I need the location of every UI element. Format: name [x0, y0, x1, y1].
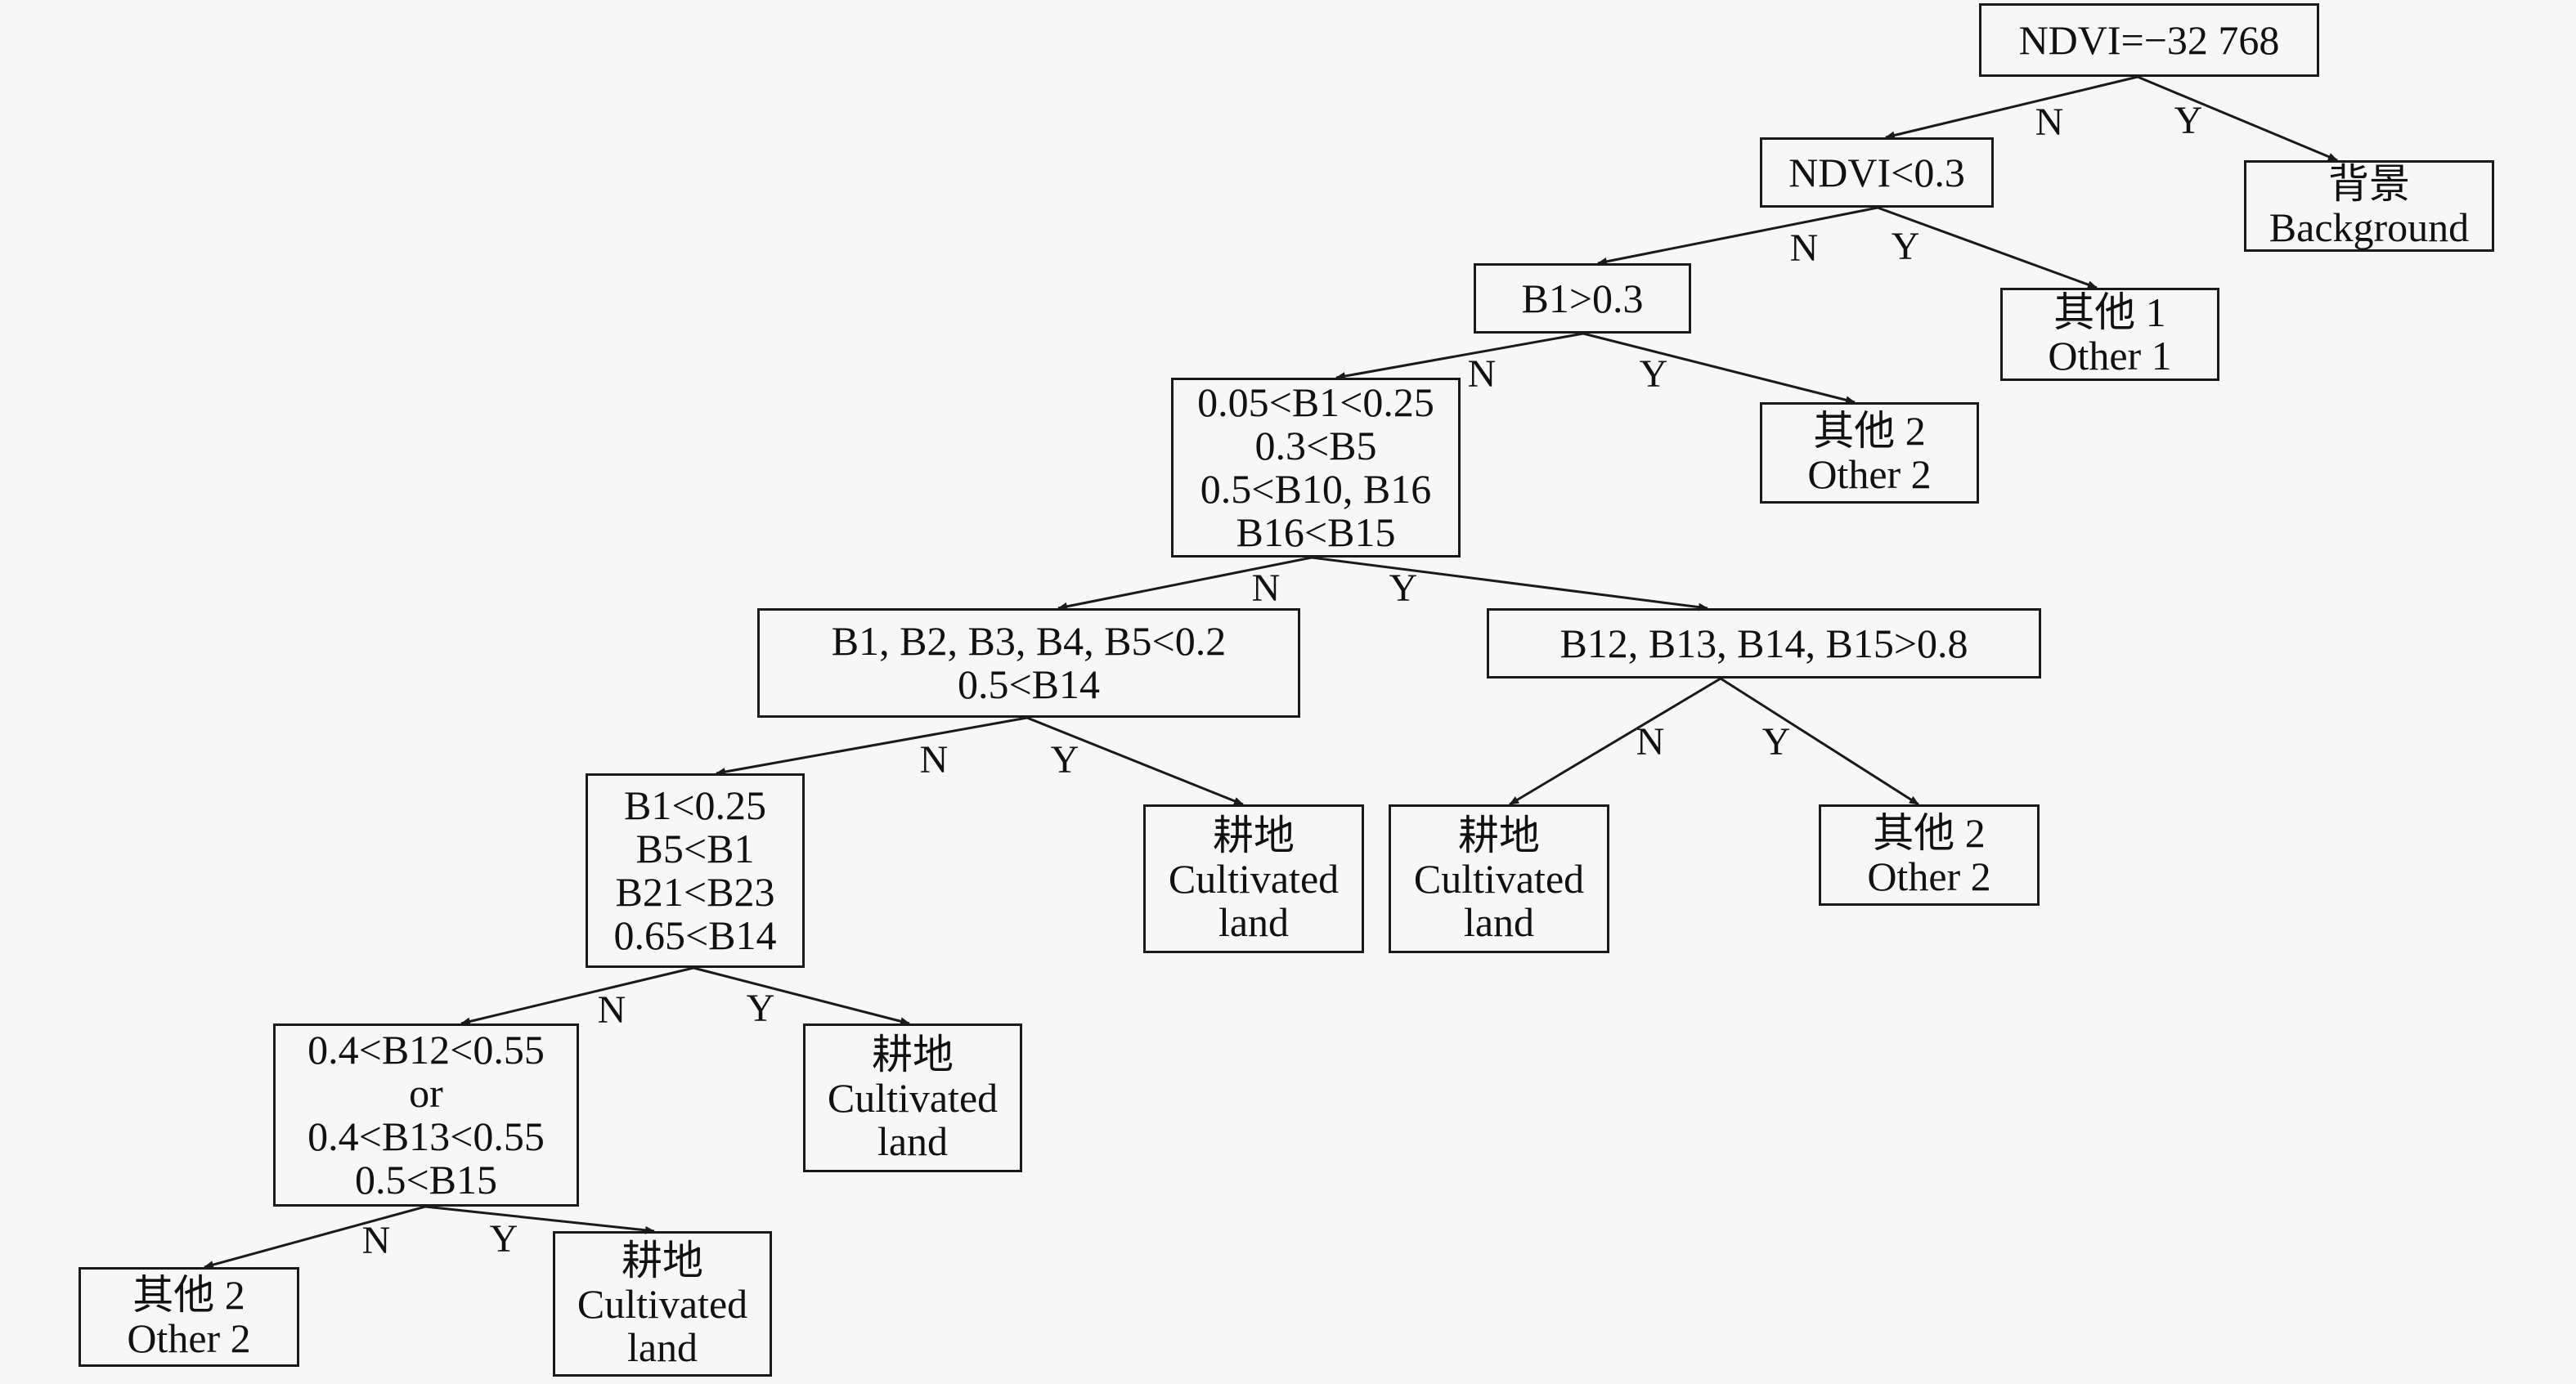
node-line: Cultivated [1168, 855, 1340, 902]
edge-arrow [460, 966, 694, 1026]
edge-arrow [2137, 75, 2338, 162]
node-other-2: 其他 2 Other 2 [1760, 402, 1979, 504]
edge-label: Y [1639, 352, 1668, 396]
node-other-2: 其他 2 Other 2 [1819, 804, 2040, 906]
edge-label: N [1789, 226, 1819, 270]
node-line: Cultivated [577, 1280, 748, 1327]
node-line: 0.4<B12<0.55 [307, 1027, 545, 1073]
edge-arrow [1509, 677, 1721, 806]
node-band-condition-2: B1, B2, B3, B4, B5<0.2 0.5<B14 [757, 608, 1300, 718]
node-line: B1, B2, B3, B4, B5<0.2 [831, 618, 1227, 664]
node-line: B5<B1 [635, 826, 755, 871]
node-line: 耕地 [1458, 812, 1540, 858]
node-line: B16<B15 [1236, 509, 1396, 555]
node-other-1: 其他 1 Other 1 [2000, 288, 2219, 381]
node-background: 背景 Background [2244, 160, 2494, 252]
node-line: Background [2269, 204, 2470, 250]
node-line: 耕地 [1213, 812, 1295, 858]
edge-label: N [361, 1219, 391, 1262]
edge-label: Y [1050, 738, 1079, 782]
node-line: NDVI<0.3 [1788, 149, 1965, 195]
edge-label: N [1636, 720, 1665, 764]
node-cultivated-land: 耕地 Cultivated land [553, 1231, 772, 1377]
node-line: land [626, 1324, 698, 1370]
edge-label: N [1467, 352, 1497, 396]
node-line: B1<0.25 [623, 782, 767, 828]
node-line: B21<B23 [615, 869, 775, 915]
edge-label: Y [746, 987, 775, 1030]
node-line: 背景 [2328, 161, 2410, 207]
edge-arrow [693, 966, 910, 1026]
edge-label: Y [1891, 225, 1920, 268]
node-line: 0.4<B13<0.55 [307, 1113, 545, 1159]
edge-label: Y [1389, 567, 1418, 610]
edge-arrow [204, 1205, 426, 1269]
edge-label: N [1251, 567, 1281, 610]
edge-label: Y [2174, 99, 2203, 142]
edge-arrow [716, 716, 1028, 776]
node-root-ndvi-background-value: NDVI=−32 768 [1979, 3, 2319, 77]
node-line: Other 2 [1867, 853, 1991, 899]
node-cultivated-land: 耕地 Cultivated land [1389, 804, 1609, 953]
node-line: 其他 1 [2053, 289, 2166, 335]
node-ndvi-threshold: NDVI<0.3 [1760, 137, 1994, 208]
node-cultivated-land: 耕地 Cultivated land [1143, 804, 1364, 953]
node-line: 0.05<B1<0.25 [1197, 379, 1434, 425]
edge-label: Y [1761, 720, 1791, 764]
node-line: B1>0.3 [1521, 275, 1644, 321]
edge-arrow [1877, 206, 2098, 289]
node-line: 其他 2 [1813, 408, 1926, 454]
node-line: land [1218, 898, 1290, 945]
node-line: Other 2 [127, 1315, 251, 1361]
node-line: NDVI=−32 768 [2018, 16, 2280, 63]
edge-label: Y [489, 1217, 518, 1261]
node-line: Other 2 [1807, 451, 1932, 497]
edge-arrow [1026, 716, 1244, 806]
node-line: 耕地 [622, 1237, 703, 1283]
node-line: 其他 2 [1873, 810, 1986, 856]
edge-arrow [1885, 75, 2138, 140]
edge-arrow [1057, 556, 1313, 611]
node-line: Cultivated [1413, 855, 1585, 902]
node-line: 0.5<B15 [354, 1157, 498, 1203]
node-line: 0.65<B14 [613, 912, 777, 958]
node-band-condition-1: 0.05<B1<0.25 0.3<B5 0.5<B10, B16 B16<B15 [1171, 378, 1461, 558]
node-band-condition-4: B1<0.25 B5<B1 B21<B23 0.65<B14 [586, 773, 805, 968]
node-line: B12, B13, B14, B15>0.8 [1560, 620, 1968, 666]
edge-arrow [1720, 677, 1919, 806]
node-line: land [877, 1118, 949, 1164]
node-b1-threshold: B1>0.3 [1474, 263, 1691, 334]
node-line: or [409, 1070, 443, 1116]
node-line: land [1463, 898, 1535, 945]
node-line: 0.5<B14 [957, 661, 1101, 707]
node-line: 0.3<B5 [1254, 423, 1377, 468]
node-line: Cultivated [827, 1074, 999, 1121]
node-cultivated-land: 耕地 Cultivated land [803, 1023, 1022, 1172]
edge-label: N [597, 988, 626, 1032]
edge-label: N [2035, 101, 2064, 144]
node-line: Other 1 [2048, 333, 2172, 378]
edge-arrow [1597, 206, 1878, 266]
node-line: 耕地 [872, 1031, 954, 1077]
node-other-2: 其他 2 Other 2 [79, 1267, 299, 1367]
edge-arrow [1582, 332, 1856, 405]
node-band-condition-3: B12, B13, B14, B15>0.8 [1487, 608, 2041, 679]
node-line: 0.5<B10, B16 [1200, 466, 1432, 512]
node-line: 其他 2 [132, 1272, 245, 1318]
node-band-condition-5: 0.4<B12<0.55 or 0.4<B13<0.55 0.5<B15 [273, 1023, 579, 1207]
edge-arrow [1335, 332, 1584, 380]
edge-arrow [1311, 556, 1708, 611]
edge-arrow [424, 1205, 655, 1234]
edge-label: N [919, 738, 949, 782]
